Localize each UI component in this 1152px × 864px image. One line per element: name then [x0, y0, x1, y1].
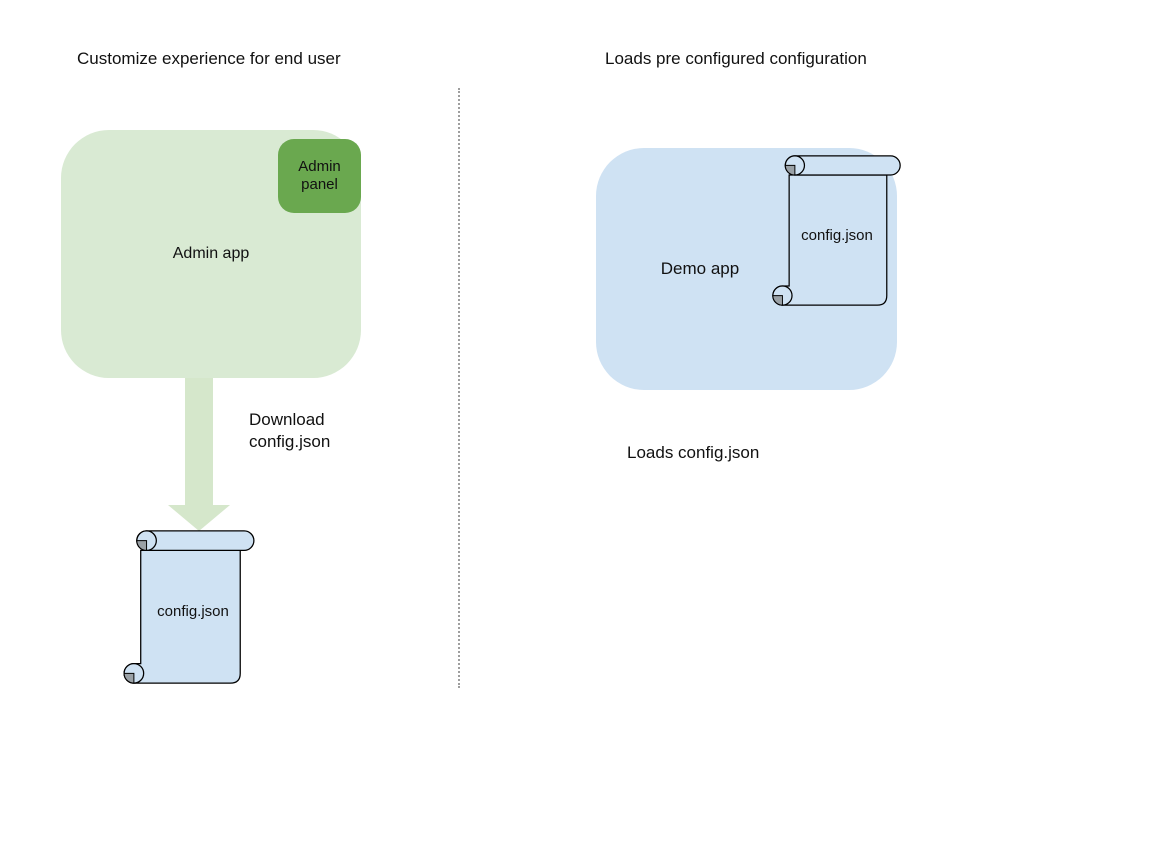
download-arrow-icon	[168, 378, 230, 531]
demo-app-label: Demo app	[660, 259, 740, 278]
config-file-label: config.json	[157, 603, 229, 620]
config-file-scroll-icon	[772, 155, 901, 306]
section-divider	[458, 88, 460, 688]
config-file-label: config.json	[801, 227, 873, 244]
admin-app-label: Admin app	[172, 245, 250, 262]
left-section-title: Customize experience for end user	[77, 49, 341, 68]
loads-caption: Loads config.json	[627, 443, 760, 462]
admin-panel-label: Admin panel	[298, 158, 341, 193]
admin-panel-box: Admin panel	[278, 139, 361, 213]
config-file-scroll-icon	[123, 530, 255, 684]
download-caption: Download config.json	[249, 410, 331, 451]
right-section-title: Loads pre configured configuration	[605, 49, 867, 68]
